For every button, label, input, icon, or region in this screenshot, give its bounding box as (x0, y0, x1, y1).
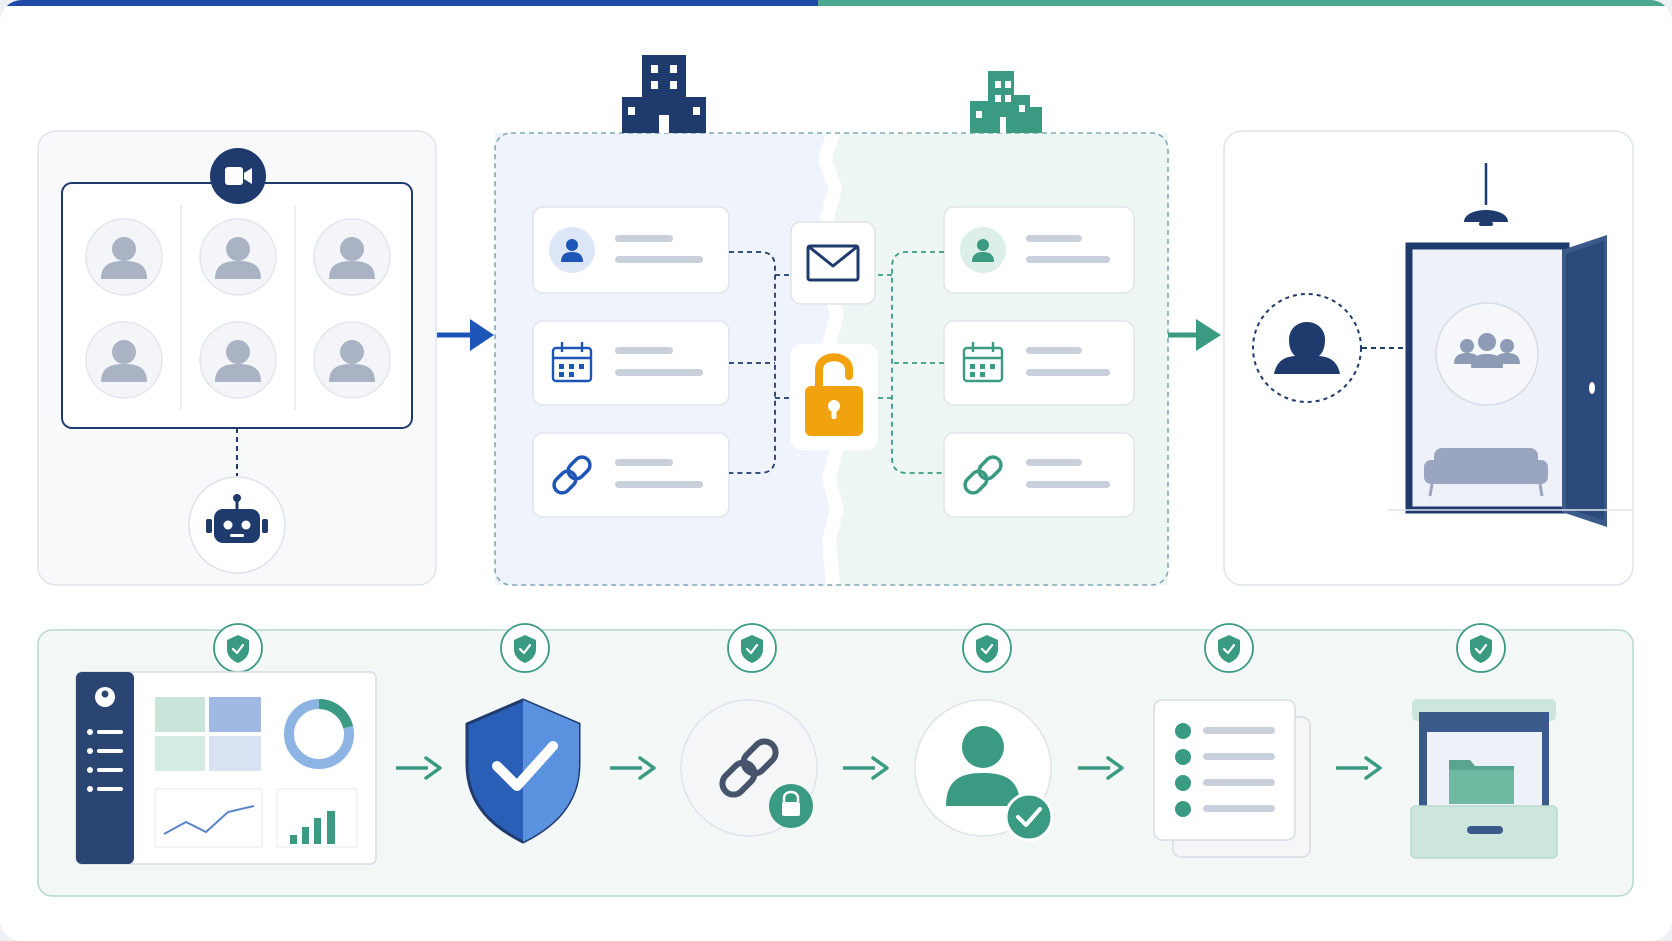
link-icon (963, 455, 1003, 495)
calendar-icon (962, 342, 1004, 383)
guest-avatar-icon (1252, 293, 1362, 403)
checklist-icon (1153, 699, 1311, 858)
pendant-lamp-icon (1464, 163, 1508, 226)
group-icon (1435, 302, 1539, 406)
calendar-icon (551, 342, 593, 383)
participant-avatar-icon (313, 218, 391, 296)
arrow-to-room (1168, 319, 1221, 351)
company-b-building-icon (970, 71, 1042, 133)
verified-user-icon (914, 699, 1054, 842)
company-a-connectors (729, 251, 803, 474)
video-camera-icon (210, 148, 266, 204)
company-a-cards (532, 206, 730, 518)
user-profile-icon (960, 227, 1006, 273)
link-icon (552, 455, 592, 495)
secure-link-icon (680, 699, 818, 837)
room-panel (1223, 130, 1634, 586)
pipeline-arrows (396, 756, 1382, 780)
shield-check-badge-icon (500, 623, 550, 673)
archive-drawer-icon (1410, 699, 1558, 859)
pipeline-arrow (1336, 756, 1382, 780)
robot-bot-icon (188, 476, 286, 574)
meeting-panel (37, 130, 437, 586)
shield-check-icon (465, 698, 581, 844)
company-b-cards (943, 206, 1135, 518)
top-accent-bar-left (0, 0, 818, 6)
envelope-icon (790, 221, 876, 305)
unlocked-padlock-icon (790, 344, 878, 450)
sofa-icon (1424, 448, 1548, 497)
pipeline-badges (213, 623, 1506, 673)
pipeline-arrow (843, 756, 889, 780)
top-accent-bar-right (818, 0, 1672, 6)
shield-check-badge-icon (1456, 623, 1506, 673)
shield-check-badge-icon (962, 623, 1012, 673)
participant-avatar-icon (85, 218, 163, 296)
participant-avatar-icon (199, 218, 277, 296)
participant-avatar-icon (85, 321, 163, 399)
participant-avatar-icon (199, 321, 277, 399)
company-a-building-icon (622, 55, 706, 133)
pipeline-arrow (1078, 756, 1124, 780)
dashboard-icon (75, 671, 377, 865)
pipeline-arrow (610, 756, 656, 780)
arrow-to-exchange (437, 319, 494, 351)
participant-tiles (85, 218, 391, 399)
shield-check-badge-icon (1204, 623, 1254, 673)
shield-check-badge-icon (213, 623, 263, 673)
pipeline-arrow (396, 756, 442, 780)
user-profile-icon (549, 227, 595, 273)
participant-avatar-icon (313, 321, 391, 399)
shield-check-badge-icon (727, 623, 777, 673)
